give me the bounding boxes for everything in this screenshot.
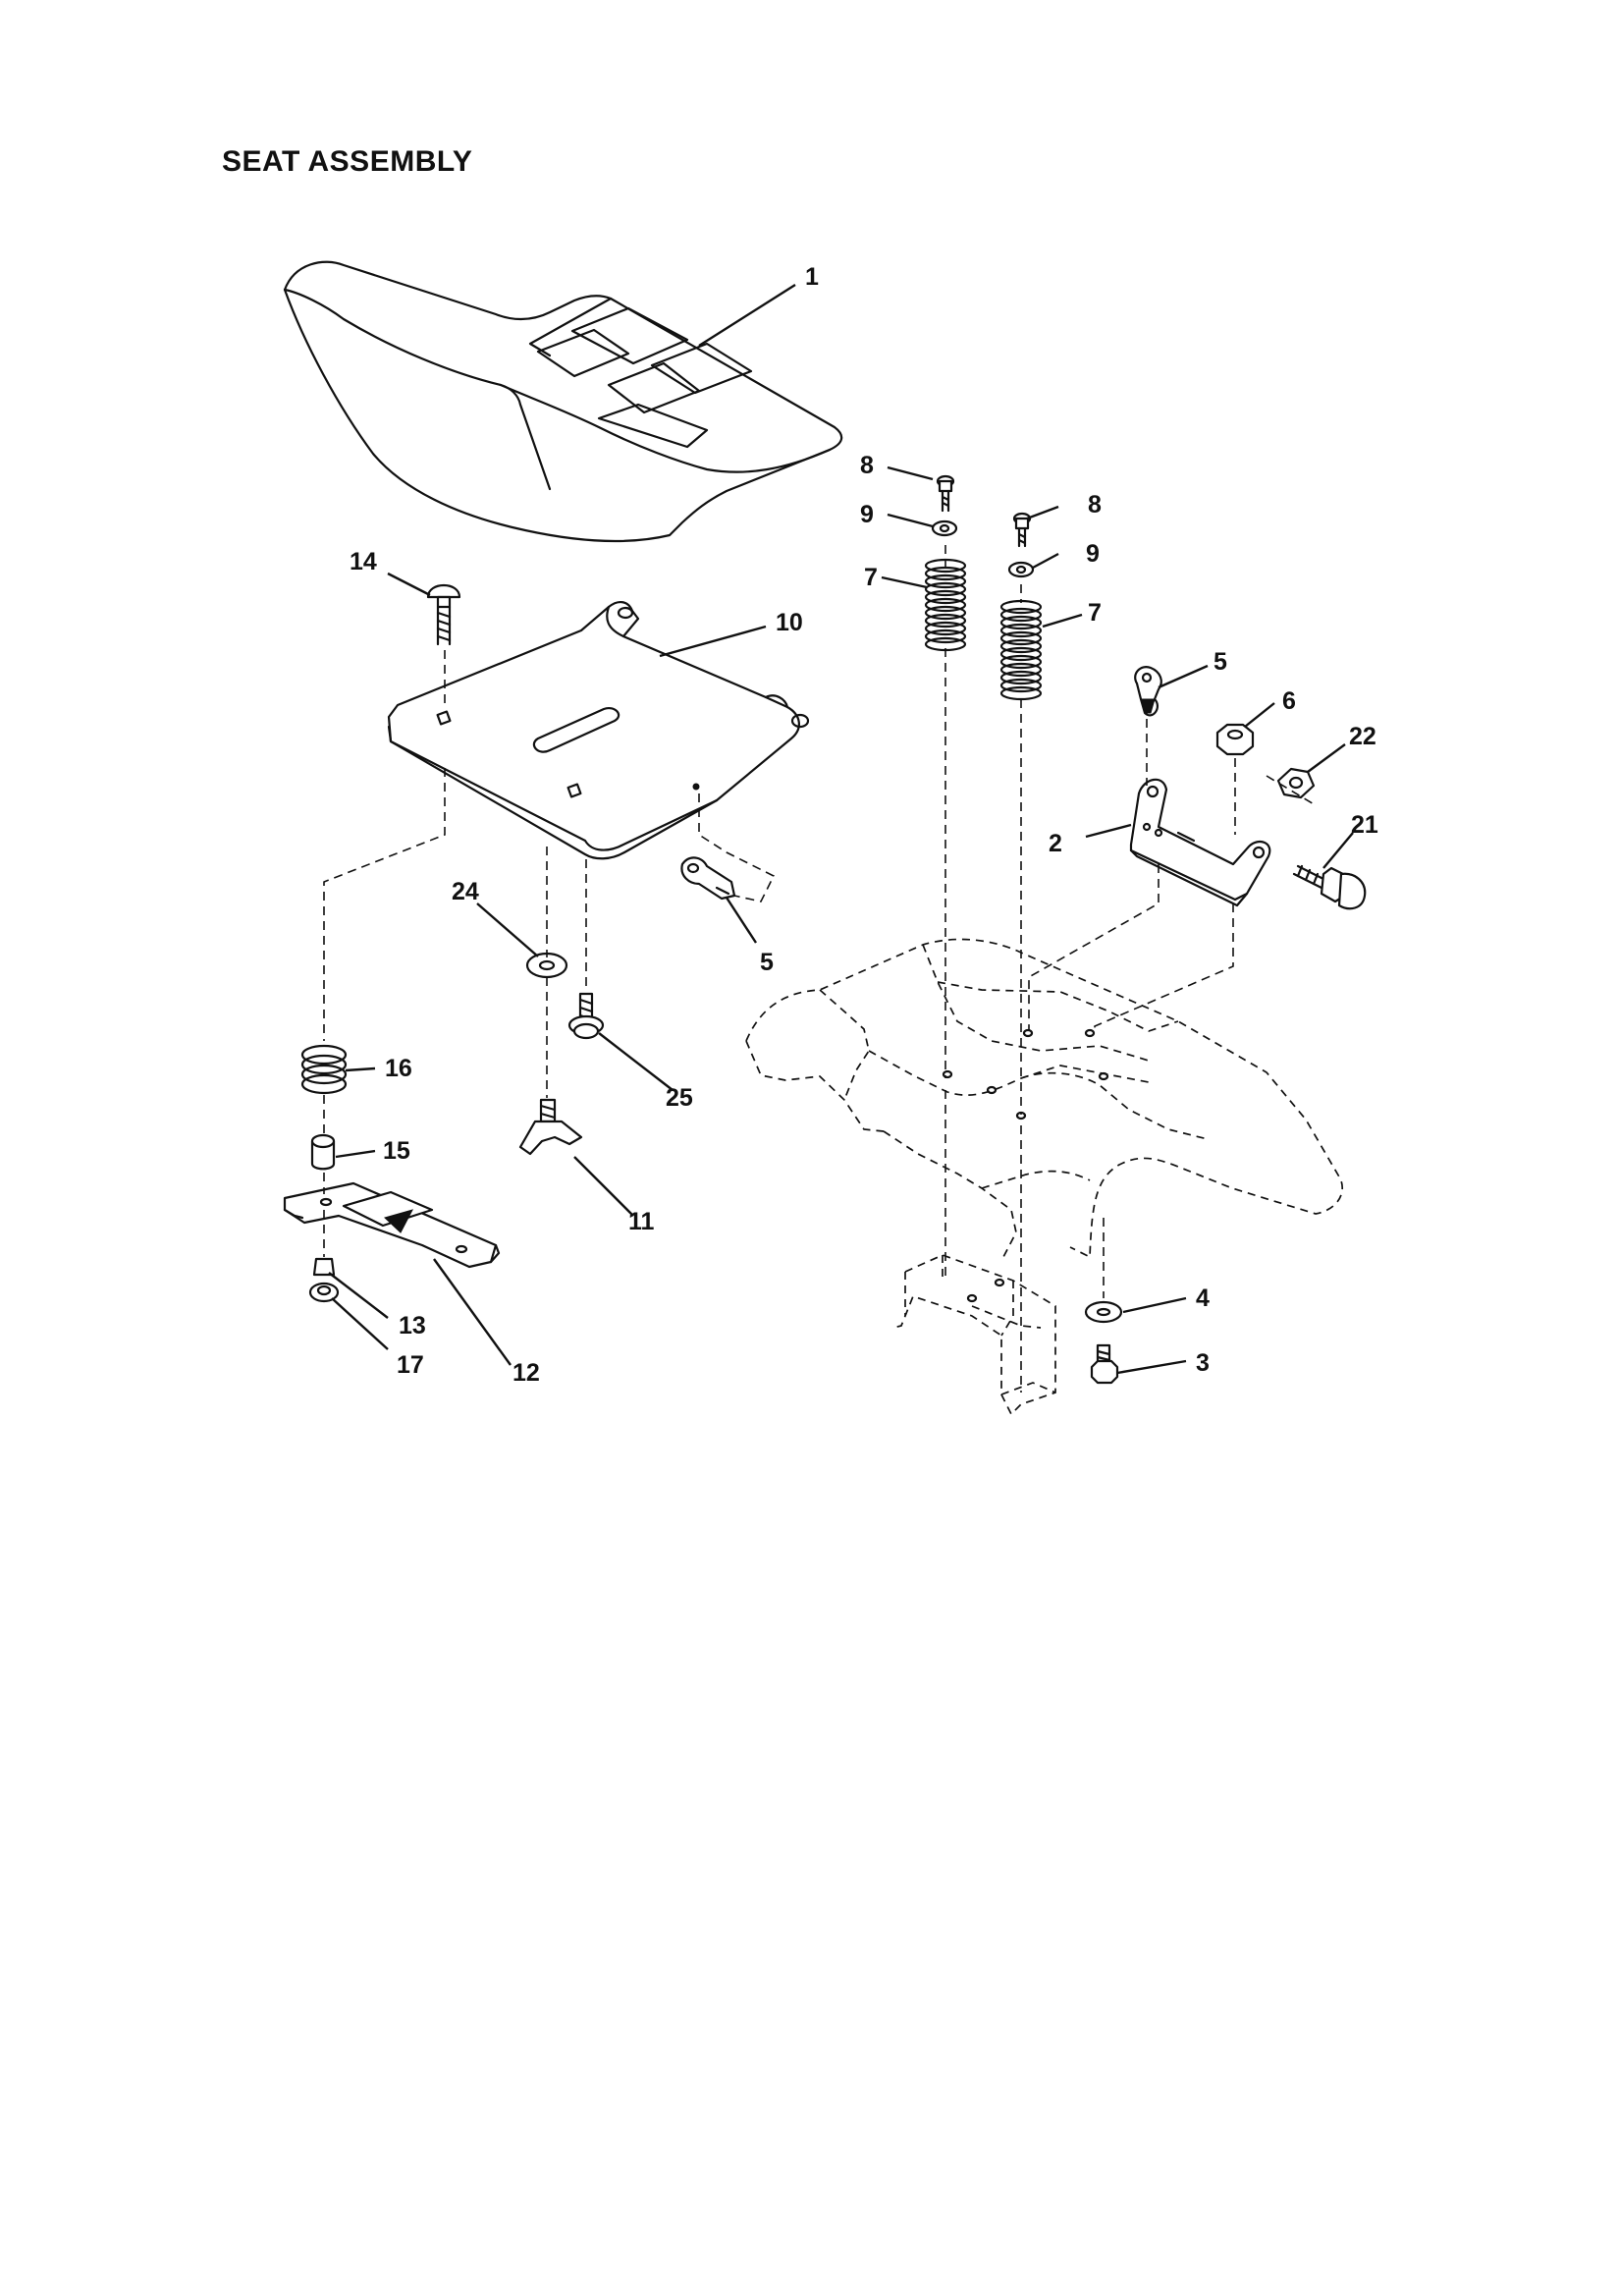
callout-8-right: 8 (1088, 491, 1102, 519)
washer-9-left-part (931, 519, 958, 537)
callout-6: 6 (1282, 687, 1296, 715)
callout-17: 17 (397, 1351, 424, 1379)
clip-5-left-part (680, 856, 736, 901)
callout-13: 13 (399, 1312, 426, 1339)
callout-7-left: 7 (864, 564, 878, 591)
spacer-15-part (310, 1133, 336, 1171)
callout-1: 1 (805, 263, 819, 291)
nut-22-part (1276, 767, 1316, 799)
callout-8-left: 8 (860, 452, 874, 479)
slide-plate-part (283, 1181, 501, 1269)
washer-9-right-part (1007, 561, 1035, 578)
bracket-2-part (1129, 778, 1271, 907)
callout-5-right: 5 (1214, 648, 1227, 676)
callout-24: 24 (452, 878, 479, 905)
callout-leaders (328, 283, 1354, 1375)
carriage-bolt-part (426, 583, 461, 646)
callout-10: 10 (776, 609, 803, 636)
callout-3: 3 (1196, 1349, 1210, 1377)
spring-7-left-part (924, 558, 967, 652)
callout-5-left: 5 (760, 949, 774, 976)
seat-pan-part (387, 601, 810, 860)
callout-4: 4 (1196, 1285, 1210, 1312)
wing-knob-part (518, 1098, 583, 1156)
callout-9-right: 9 (1086, 540, 1100, 568)
washer-4-part (1084, 1300, 1123, 1324)
callout-16: 16 (385, 1055, 412, 1082)
bolt-3-part (1090, 1343, 1119, 1385)
tractor-frame-outline (745, 938, 1343, 1416)
callout-25: 25 (666, 1084, 693, 1112)
callout-12: 12 (512, 1359, 540, 1387)
bolt-21-part (1292, 864, 1367, 910)
callout-22: 22 (1349, 723, 1376, 750)
callout-21: 21 (1351, 811, 1378, 839)
bolt-25-part (567, 992, 605, 1040)
diagram-title: SEAT ASSEMBLY (222, 145, 473, 178)
callout-11: 11 (628, 1208, 655, 1235)
seat-part (283, 260, 843, 543)
nut-6-part (1215, 723, 1255, 756)
clip-5-right-part (1134, 666, 1162, 717)
assembly-lines (323, 545, 1317, 1393)
callout-labels: 1 2 3 4 5 5 6 7 7 8 8 9 9 10 11 12 13 14… (350, 263, 1378, 1387)
callout-15: 15 (383, 1137, 410, 1165)
callout-9-left: 9 (860, 501, 874, 528)
nut-17-part (308, 1282, 340, 1303)
spring-7-right-part (999, 599, 1043, 701)
callout-7-right: 7 (1088, 599, 1102, 627)
callout-14: 14 (350, 548, 377, 575)
bolt-8-left-part (936, 474, 955, 513)
nut-13-part (312, 1257, 336, 1277)
spring-16-part (300, 1044, 348, 1095)
callout-2: 2 (1049, 830, 1062, 857)
